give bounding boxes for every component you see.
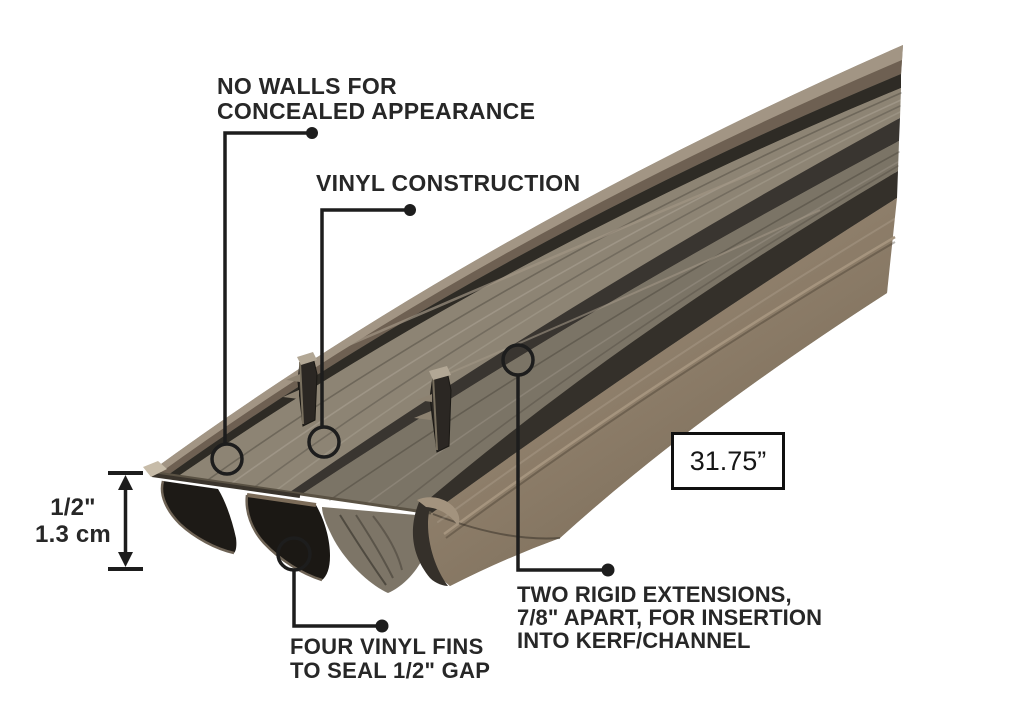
label-line: 7/8" APART, FOR INSERTION: [517, 605, 823, 630]
callout-four-fins: [276, 536, 389, 633]
two-rigid-extensions-label: TWO RIGID EXTENSIONS, 7/8" APART, FOR IN…: [517, 583, 822, 652]
skirt-crease: [432, 513, 561, 540]
label-line: TWO RIGID EXTENSIONS,: [517, 582, 792, 607]
callout-dot: [306, 127, 318, 139]
seal-front-band: [416, 198, 897, 586]
far-rail-ridge-highlight: [315, 168, 761, 361]
fin-dark-2-top-rim: [246, 493, 317, 507]
dimension-inches: 1/2": [50, 494, 96, 521]
height-dimension-label: 1/2" 1.3 cm: [26, 494, 120, 548]
fin-gray: [322, 507, 428, 593]
fin-dark-1: [161, 481, 237, 553]
callout-two-rigid: [501, 343, 615, 577]
seal-back-brown-stripe: [160, 60, 902, 475]
rigid-extension-far: [283, 352, 318, 427]
callout-lines: [210, 127, 615, 633]
four-vinyl-fins-label: FOUR VINYL FINS TO SEAL 1/2" GAP: [290, 635, 490, 683]
dimension-metric: 1.3 cm: [35, 521, 111, 548]
callout-target-circle: [307, 425, 341, 459]
cut-face-edge: [149, 470, 432, 515]
seal-near-rail-stripe: [416, 171, 898, 513]
callout-vinyl: [307, 204, 416, 459]
seal-top-rim: [150, 45, 903, 473]
arrowhead-down: [118, 552, 133, 567]
vinyl-construction-label: VINYL CONSTRUCTION: [316, 171, 580, 196]
extrusion-streaks: [204, 92, 902, 523]
callout-dot: [404, 204, 416, 216]
label-line: NO WALLS FOR: [217, 73, 397, 99]
seal-channel-floor-near: [302, 141, 899, 510]
label-line: VINYL CONSTRUCTION: [316, 170, 581, 196]
front-band-ridge-shadow: [445, 241, 896, 539]
fin-gray-streak: [339, 514, 387, 586]
fin-gray-streak: [355, 514, 394, 579]
callout-target-circle: [210, 442, 244, 476]
length-value: 31.75”: [689, 445, 767, 476]
label-line: CONCEALED APPEARANCE: [217, 98, 536, 124]
near-rail-ridge-highlight: [449, 209, 821, 374]
callout-dot: [601, 563, 615, 577]
fin-dark-1-rim: [160, 480, 235, 555]
label-line: FOUR VINYL FINS: [290, 634, 484, 659]
fin-dark-2-rim: [245, 494, 323, 582]
callout-no-walls: [210, 127, 318, 476]
arrowhead-up: [118, 475, 133, 490]
callout-dot: [375, 619, 389, 633]
seal-channel-floor: [177, 88, 901, 492]
front-band-ridge: [443, 235, 896, 536]
rigid-extension-near: [414, 366, 452, 453]
length-dimension-box: 31.75”: [671, 432, 785, 490]
left-tip-highlight: [143, 461, 167, 477]
fin-gray-streak: [372, 515, 403, 571]
no-walls-label: NO WALLS FOR CONCEALED APPEARANCE: [217, 74, 535, 124]
seal-back-dark-stripe: [168, 74, 901, 477]
cut-face-shadow: [151, 473, 301, 498]
fin-skirt-shadow: [412, 502, 448, 586]
height-dimension-arrow: [108, 471, 143, 571]
label-line: TO SEAL 1/2" GAP: [290, 658, 491, 683]
label-line: INTO KERF/CHANNEL: [517, 628, 751, 653]
fin-skirt-hook: [417, 497, 460, 526]
